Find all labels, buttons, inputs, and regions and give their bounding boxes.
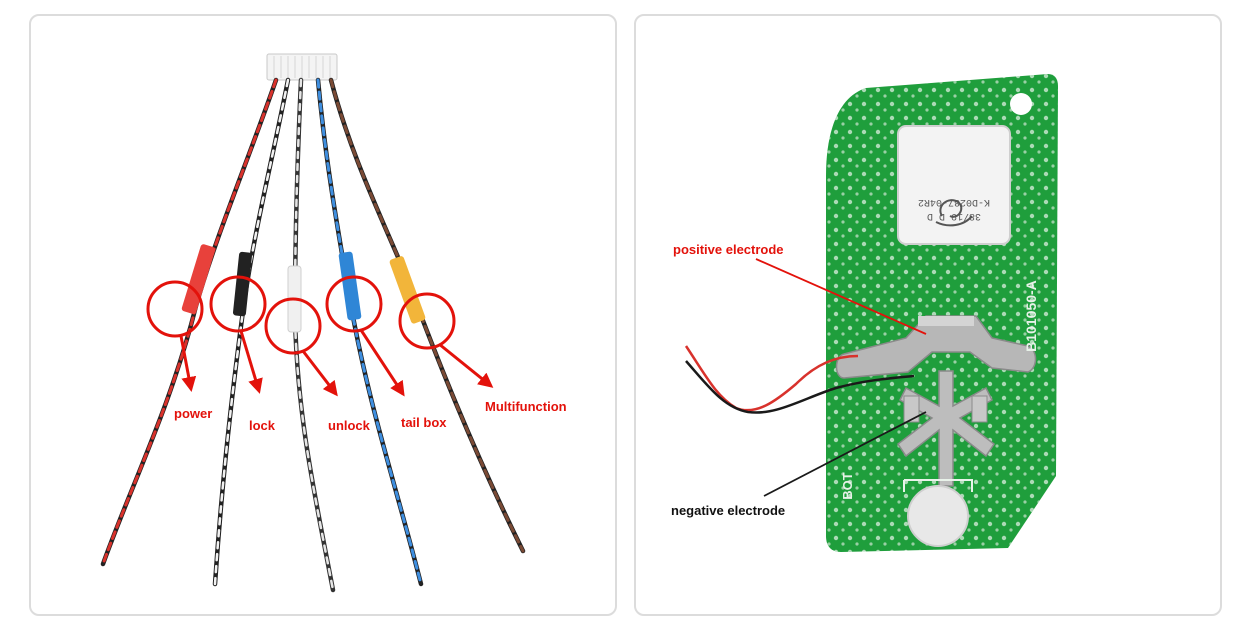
wiring-harness-panel: power lock unlock tail box Multifunction bbox=[29, 14, 617, 616]
wire-power bbox=[100, 77, 279, 567]
arrow-multifunction bbox=[438, 342, 494, 388]
label-power: power bbox=[174, 406, 212, 421]
connector-plug bbox=[266, 53, 338, 81]
wiring-harness-diagram: power lock unlock tail box Multifunction bbox=[100, 53, 567, 593]
highlight-circle-unlock bbox=[264, 297, 322, 355]
highlight-circle-lock bbox=[209, 275, 267, 333]
button-pad bbox=[907, 485, 969, 547]
mounting-hole bbox=[1010, 93, 1032, 115]
sleeve-blue bbox=[338, 251, 362, 321]
arrow-lock bbox=[239, 330, 263, 394]
pointer-positive bbox=[755, 258, 927, 335]
pcb-marking: B101050-A bbox=[1023, 280, 1039, 352]
arrow-power bbox=[179, 335, 197, 392]
wire-multifunction bbox=[328, 77, 526, 554]
battery-clip-positive bbox=[835, 315, 1037, 379]
label-lock: lock bbox=[249, 418, 276, 433]
wire-lock bbox=[212, 77, 291, 587]
highlight-circle-tail-box bbox=[325, 275, 383, 333]
wire-tail-box bbox=[315, 77, 424, 587]
arrow-tail-box bbox=[359, 329, 405, 397]
chip-logo-icon bbox=[935, 199, 973, 227]
battery-contact-negative bbox=[896, 370, 996, 487]
arrow-unlock bbox=[301, 350, 338, 397]
pointer-negative bbox=[763, 411, 927, 497]
rf-chip: 38/19 D D K-D0287-04R2 bbox=[897, 125, 1011, 245]
label-unlock: unlock bbox=[328, 418, 371, 433]
highlight-circle-multifunction bbox=[398, 292, 456, 350]
pcb-diagram: 38/19 D D K-D0287-04R2 B101050-A BOT bbox=[671, 74, 1058, 552]
label-multifunction: Multifunction bbox=[485, 399, 567, 414]
chip-text-line-2: K-D0287-04R2 bbox=[918, 196, 990, 207]
sleeve-black bbox=[232, 251, 253, 317]
pcb-panel: 38/19 D D K-D0287-04R2 B101050-A BOT bbox=[634, 14, 1222, 616]
lead-wires bbox=[684, 345, 915, 414]
label-positive-electrode: positive electrode bbox=[673, 242, 784, 257]
highlight-circle-power bbox=[146, 280, 204, 338]
label-negative-electrode: negative electrode bbox=[671, 503, 785, 518]
bot-marking: BOT bbox=[840, 472, 855, 500]
sleeve-red bbox=[181, 244, 216, 315]
label-tail-box: tail box bbox=[401, 415, 447, 430]
sleeve-yellow bbox=[389, 256, 426, 324]
